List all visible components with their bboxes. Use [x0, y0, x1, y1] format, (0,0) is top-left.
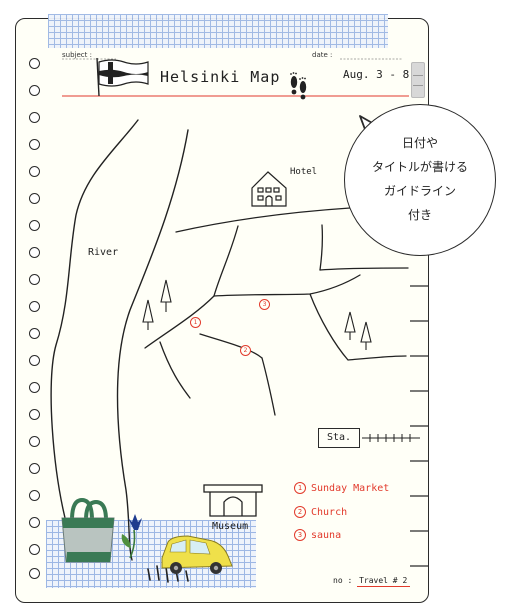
- grid-tape-top: [48, 14, 388, 48]
- river-label: River: [88, 247, 119, 258]
- ring-hole: [29, 139, 40, 150]
- date-value: Aug. 3 - 8: [343, 68, 410, 81]
- ring-hole: [29, 274, 40, 285]
- tree-icon: [142, 279, 172, 330]
- ring-hole: [29, 355, 40, 366]
- ring-hole: [29, 166, 40, 177]
- museum-label: Museum: [212, 521, 249, 532]
- ring-hole: [29, 58, 40, 69]
- ring-hole: [29, 112, 40, 123]
- number-label: no :: [333, 576, 353, 585]
- ring-hole: [29, 544, 40, 555]
- tulip-icon: [121, 514, 142, 559]
- finland-flag-icon: [96, 57, 149, 97]
- poi-name: Church: [311, 507, 348, 518]
- page-title: Helsinki Map: [160, 68, 281, 86]
- callout-line: タイトルが書ける: [371, 160, 468, 174]
- poi-item: 1 Sunday Market: [294, 482, 389, 494]
- map-marker-2: 2: [240, 345, 251, 356]
- ring-hole: [29, 382, 40, 393]
- hotel-label: Hotel: [290, 167, 318, 177]
- ring-hole: [29, 220, 40, 231]
- number-field: no : Travel # 2: [333, 576, 411, 587]
- side-tab: [411, 62, 425, 98]
- number-value: Travel # 2: [357, 576, 411, 587]
- poi-name: Sunday Market: [311, 483, 390, 494]
- ring-hole: [29, 436, 40, 447]
- ring-hole: [29, 463, 40, 474]
- ring-hole: [29, 85, 40, 96]
- poi-number: 3: [294, 529, 306, 541]
- callout-line: 日付や: [401, 136, 438, 150]
- poi-name: sauna: [311, 530, 342, 541]
- railway: [362, 434, 420, 442]
- date-label: date :: [312, 51, 333, 59]
- ring-hole: [29, 409, 40, 420]
- ring-hole: [29, 517, 40, 528]
- poi-number: 2: [294, 506, 306, 518]
- callout-line: 付き: [407, 208, 432, 222]
- ring-hole: [29, 490, 40, 501]
- tote-bag-icon: [61, 497, 115, 563]
- map-marker-1: 1: [190, 317, 201, 328]
- ring-hole: [29, 193, 40, 204]
- station-label: Sta.: [318, 428, 360, 448]
- tracks-icon: [147, 565, 189, 583]
- ring-hole: [29, 328, 40, 339]
- museum-icon: [203, 484, 263, 517]
- callout-bubble: 日付や タイトルが書ける ガイドライン 付き: [344, 104, 496, 256]
- river: [50, 119, 189, 561]
- callout-line: ガイドライン: [383, 184, 456, 198]
- ring-hole: [29, 568, 40, 579]
- roads: [144, 207, 409, 416]
- footprints-icon: [290, 72, 307, 100]
- car-icon: [161, 535, 233, 574]
- poi-item: 3 sauna: [294, 529, 341, 541]
- hotel-icon: [251, 171, 287, 207]
- tree-icon: [344, 311, 372, 350]
- ring-hole: [29, 301, 40, 312]
- poi-number: 1: [294, 482, 306, 494]
- subject-label: subject :: [62, 51, 92, 59]
- poi-item: 2 Church: [294, 506, 347, 518]
- map-marker-3: 3: [259, 299, 270, 310]
- ring-hole: [29, 247, 40, 258]
